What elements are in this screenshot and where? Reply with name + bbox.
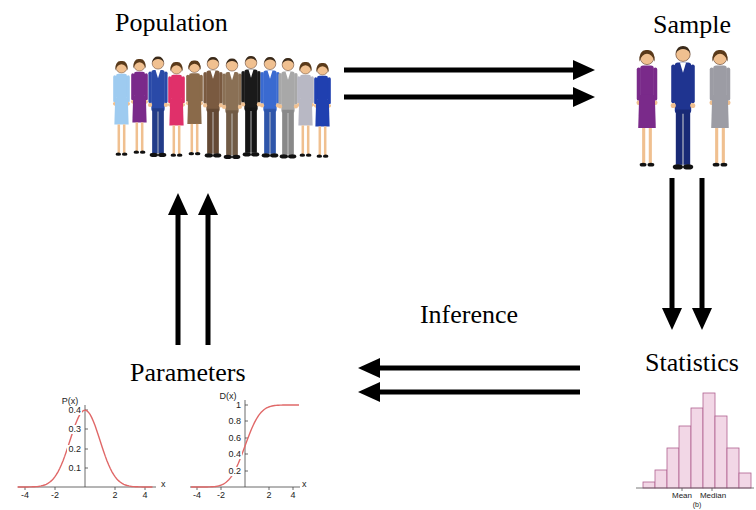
person-figure xyxy=(297,62,314,157)
population-crowd xyxy=(113,56,331,159)
node-title: Sample xyxy=(653,10,731,40)
distribution-chart xyxy=(190,400,300,490)
person-figure xyxy=(222,59,242,159)
axis-label: 0.3 xyxy=(67,425,82,434)
histogram-label: Mean xyxy=(671,492,693,500)
arrow-head xyxy=(692,308,712,330)
cumulative-curve xyxy=(191,405,299,487)
axis-label: 0.6 xyxy=(227,434,242,443)
person-figure xyxy=(186,61,203,156)
arrow-shaft xyxy=(344,68,575,73)
axis-label: 2 xyxy=(111,491,118,500)
axis-label: P(x) xyxy=(61,397,80,406)
node-title: Parameters xyxy=(130,358,246,388)
histogram-label: Median xyxy=(699,492,727,500)
person-figure xyxy=(260,57,280,157)
arrow-shaft xyxy=(670,178,675,310)
axis-label: 0.2 xyxy=(227,467,242,476)
person-figure xyxy=(671,46,696,169)
axis-label: -2 xyxy=(50,491,60,500)
axis-label: 2 xyxy=(265,491,272,500)
axis-label: 0.4 xyxy=(67,406,82,415)
arrow-shaft xyxy=(176,213,181,345)
axis-label: 1 xyxy=(235,401,242,410)
axis-label: -4 xyxy=(192,491,202,500)
axis-label: 0.4 xyxy=(227,450,242,459)
double-arrow xyxy=(168,193,218,345)
arrow-head xyxy=(358,358,380,378)
stage-node: Statistics xyxy=(630,345,754,495)
axis-label: 0.2 xyxy=(67,445,82,454)
axis-label: -2 xyxy=(216,491,226,500)
person-figure xyxy=(241,56,261,156)
person-figure xyxy=(636,50,657,167)
arrow-head xyxy=(168,193,188,215)
sample-group xyxy=(636,46,730,169)
axis-label: D(x) xyxy=(219,392,238,401)
histogram-label: (b) xyxy=(692,501,703,508)
arrow-head xyxy=(358,382,380,402)
axis-label: 4 xyxy=(289,491,296,500)
arrow-shaft xyxy=(206,213,211,345)
arrow-shaft xyxy=(378,366,580,371)
person-figure xyxy=(168,62,185,157)
axis-label: 0.8 xyxy=(227,417,242,426)
axis-label: x xyxy=(301,480,308,489)
person-figure xyxy=(709,50,730,167)
axis-label: -4 xyxy=(20,491,30,500)
person-figure xyxy=(278,58,298,158)
axis-label: x xyxy=(160,480,167,489)
arrow-shaft xyxy=(378,390,580,395)
axis-label: 4 xyxy=(141,491,148,500)
double-arrow xyxy=(344,60,595,107)
stage-node: Parameters xyxy=(10,355,310,498)
density-chart xyxy=(18,405,157,490)
normal-curve xyxy=(18,410,153,487)
double-arrow xyxy=(358,358,580,402)
person-figure xyxy=(203,57,223,157)
arrow-head xyxy=(573,87,595,107)
person-figure xyxy=(131,59,148,154)
double-arrow xyxy=(662,178,712,330)
stage-node: Sample xyxy=(630,5,754,175)
person-figure xyxy=(113,61,130,156)
stage-node: Population xyxy=(108,5,338,175)
arrow-shaft xyxy=(700,178,705,310)
edge-label: Inference xyxy=(418,300,520,330)
arrow-head xyxy=(662,308,682,330)
person-figure xyxy=(314,63,331,158)
arrow-head xyxy=(198,193,218,215)
axis-label: 0.1 xyxy=(67,464,82,473)
node-title: Statistics xyxy=(645,348,739,378)
person-figure xyxy=(148,57,168,157)
histogram xyxy=(636,393,754,491)
node-title: Population xyxy=(115,8,228,38)
arrow-head xyxy=(573,60,595,80)
arrow-shaft xyxy=(344,95,575,100)
